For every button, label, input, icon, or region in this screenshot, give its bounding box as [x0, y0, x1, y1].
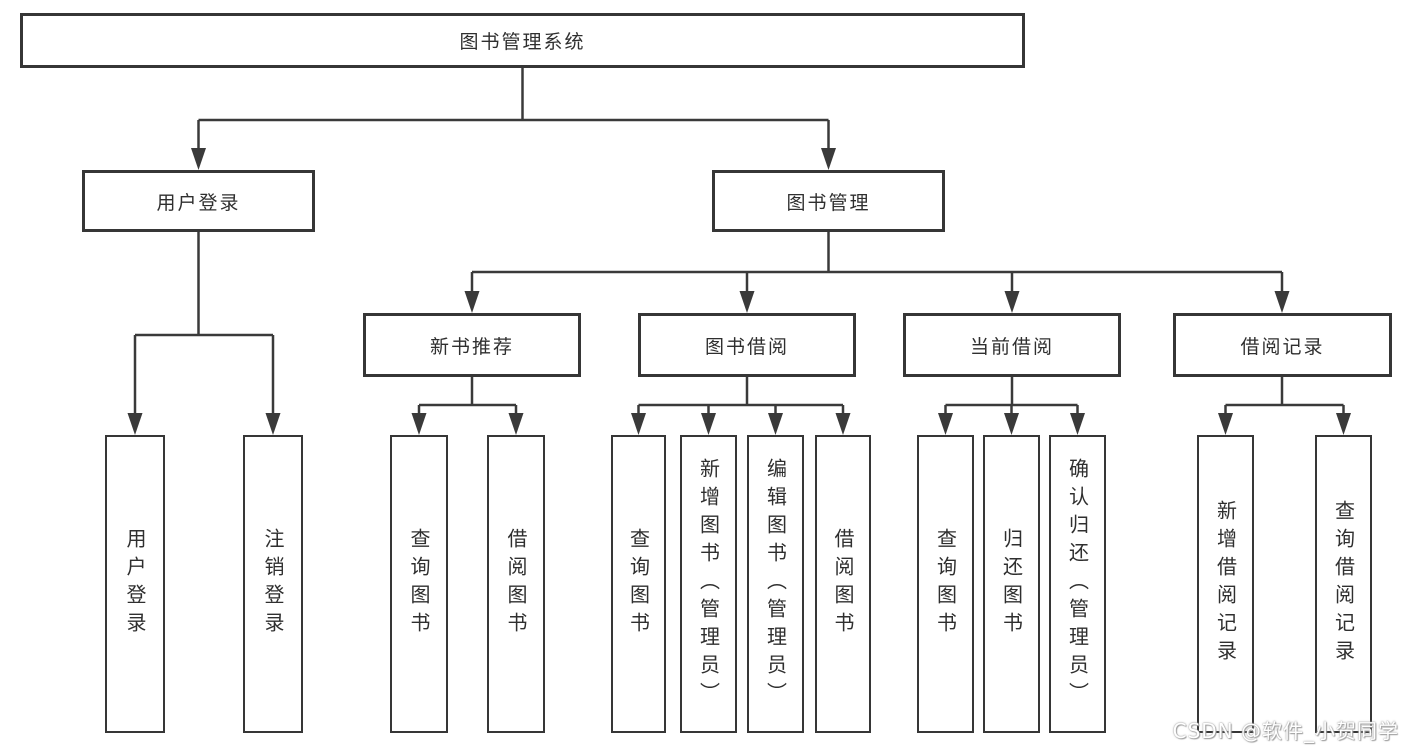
- leaf-label: 借阅图书: [504, 528, 528, 640]
- leaf-add-books-admin: 新增图书（管理员）: [680, 435, 737, 733]
- node-new-book-recommendation: 新书推荐: [363, 313, 581, 377]
- node-user-login-label: 用户登录: [156, 191, 241, 214]
- arrowhead: [508, 413, 524, 435]
- leaf-return-books: 归还图书: [983, 435, 1040, 733]
- leaf-query-books: 查询图书: [390, 435, 448, 733]
- arrowhead: [127, 413, 143, 435]
- leaf-label: 编辑图书（管理员）: [763, 458, 788, 710]
- connector-borrow-branch: [631, 377, 851, 435]
- leaf-label: 用户登录: [123, 528, 147, 640]
- arrowhead: [739, 291, 755, 313]
- leaf-user-login: 用户登录: [105, 435, 165, 733]
- node-label: 图书借阅: [704, 335, 789, 358]
- arrowhead: [835, 413, 851, 435]
- arrowhead: [265, 413, 281, 435]
- leaf-label: 借阅图书: [831, 528, 855, 640]
- arrowhead: [1336, 413, 1351, 435]
- node-book-management: 图书管理: [712, 170, 945, 232]
- arrowhead: [701, 413, 716, 435]
- connector-newbook-branch: [411, 377, 524, 435]
- arrowhead: [411, 413, 427, 435]
- leaf-label: 确认归还（管理员）: [1065, 458, 1090, 710]
- leaf-query-books: 查询图书: [611, 435, 666, 733]
- node-current-borrowing: 当前借阅: [903, 313, 1121, 377]
- connector-root-to-level2: [191, 68, 836, 170]
- connector-records-branch: [1218, 377, 1351, 435]
- leaf-label: 新增借阅记录: [1213, 500, 1238, 668]
- arrowhead: [464, 291, 480, 313]
- leaf-confirm-return-admin: 确认归还（管理员）: [1049, 435, 1106, 733]
- node-user-login: 用户登录: [82, 170, 315, 232]
- arrowhead: [1004, 413, 1019, 435]
- node-label: 当前借阅: [969, 335, 1054, 358]
- leaf-label: 新增图书（管理员）: [696, 458, 721, 710]
- arrowhead: [1004, 291, 1020, 313]
- arrowhead: [821, 148, 836, 170]
- arrowhead: [1274, 291, 1290, 313]
- node-root: 图书管理系统: [20, 13, 1025, 68]
- leaf-label: 查询图书: [933, 528, 958, 640]
- leaf-logout: 注销登录: [243, 435, 303, 733]
- leaf-edit-books-admin: 编辑图书（管理员）: [747, 435, 804, 733]
- leaf-borrow-books: 借阅图书: [487, 435, 545, 733]
- arrowhead: [191, 148, 206, 170]
- leaf-label: 查询借阅记录: [1331, 500, 1356, 668]
- connector-login-branch: [127, 232, 281, 435]
- leaf-label: 注销登录: [261, 528, 285, 640]
- node-root-label: 图书管理系统: [459, 31, 586, 53]
- node-label: 新书推荐: [429, 335, 514, 358]
- leaf-query-borrow-record: 查询借阅记录: [1315, 435, 1372, 733]
- leaf-label: 查询图书: [407, 528, 431, 640]
- arrowhead: [938, 413, 953, 435]
- connector-mgmt-to-modules: [464, 232, 1290, 313]
- leaf-label: 查询图书: [626, 528, 651, 640]
- node-book-borrowing: 图书借阅: [638, 313, 856, 377]
- leaf-query-books: 查询图书: [917, 435, 974, 733]
- leaf-label: 归还图书: [999, 528, 1024, 640]
- arrowhead: [1218, 413, 1233, 435]
- node-label: 借阅记录: [1240, 335, 1325, 358]
- leaf-add-borrow-record: 新增借阅记录: [1197, 435, 1254, 733]
- node-book-management-label: 图书管理: [786, 191, 871, 214]
- arrowhead: [768, 413, 783, 435]
- leaf-borrow-books: 借阅图书: [815, 435, 871, 733]
- connector-current-branch: [938, 377, 1085, 435]
- arrowhead: [631, 413, 646, 435]
- node-borrowing-records: 借阅记录: [1173, 313, 1392, 377]
- arrowhead: [1070, 413, 1085, 435]
- csdn-watermark: CSDN @软件_小贺同学: [1172, 719, 1399, 743]
